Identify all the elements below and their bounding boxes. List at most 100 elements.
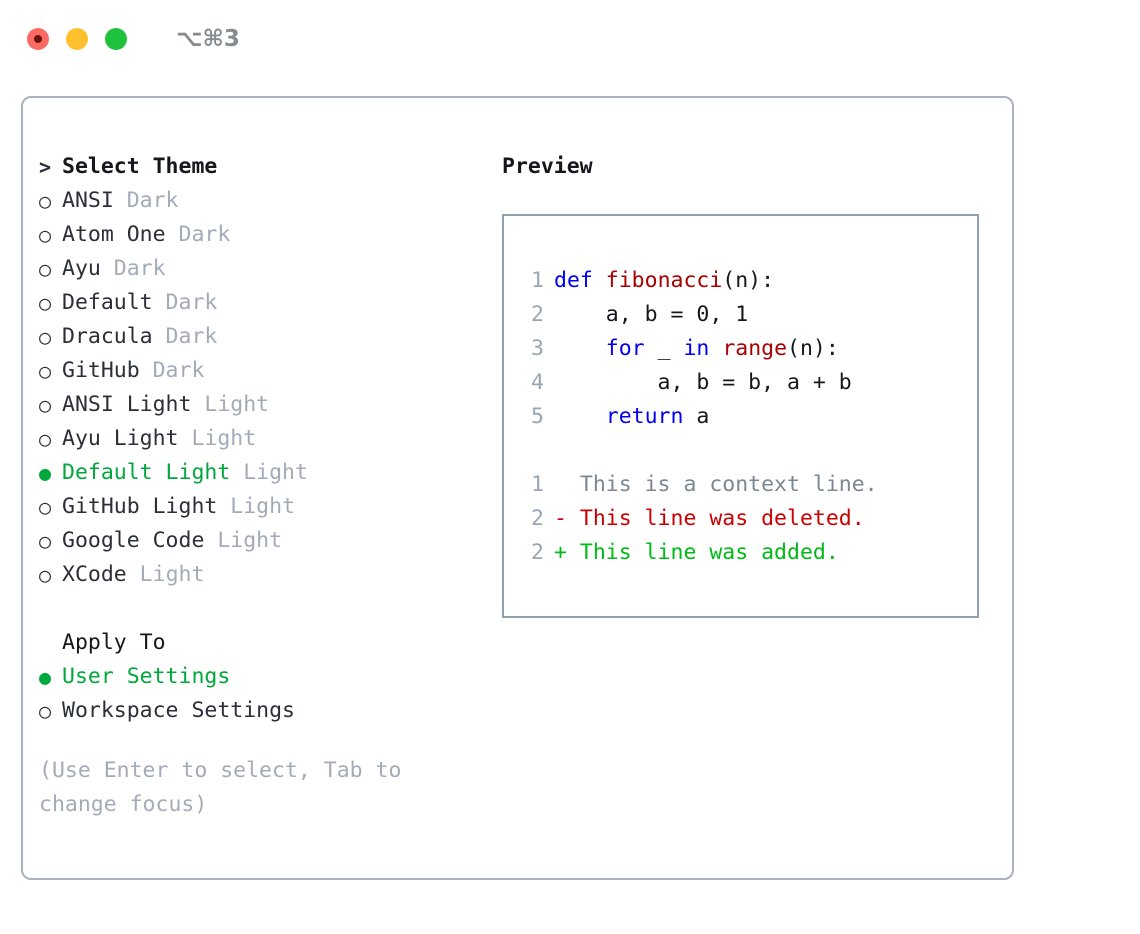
window-controls xyxy=(27,28,127,50)
line-number: 5 xyxy=(531,404,544,429)
line-number: 1 xyxy=(531,268,544,293)
theme-variant-tag: Light xyxy=(217,494,296,519)
radio-unselected-icon: ○ xyxy=(39,291,52,315)
theme-list-item[interactable]: ○ Ayu Light Light xyxy=(39,422,489,456)
code-line-text: def fibonacci(n): xyxy=(554,264,774,298)
diff-marker: - xyxy=(554,506,567,531)
theme-list-item[interactable]: ○ANSI Light Light xyxy=(39,388,489,422)
theme-list-item[interactable]: ○Atom One Dark xyxy=(39,218,489,252)
line-number: 2 xyxy=(531,506,544,531)
code-line-text: a, b = 0, 1 xyxy=(554,298,748,332)
radio-selected-icon: ● xyxy=(39,665,52,689)
code-token: a, b = 0, 1 xyxy=(554,302,749,327)
list-spacer xyxy=(39,592,489,626)
close-button[interactable] xyxy=(27,28,49,50)
code-line: 2 a, b = 0, 1 xyxy=(518,298,969,332)
theme-list-item[interactable]: ○ XCode Light xyxy=(39,558,489,592)
diff-line: 2+ This line was added. xyxy=(518,536,969,570)
theme-name: ANSI xyxy=(62,188,114,213)
code-token: in xyxy=(683,336,710,361)
apply-to-header-label: Apply To xyxy=(62,630,166,655)
diff-marker: + xyxy=(554,540,567,565)
theme-list-item[interactable]: ○ Google Code Light xyxy=(39,524,489,558)
code-token: _ xyxy=(644,336,684,361)
radio-unselected-icon: ○ xyxy=(39,223,52,247)
radio-unselected-icon: ○ xyxy=(39,699,52,723)
radio-unselected-icon: ○ xyxy=(39,257,52,281)
line-number: 2 xyxy=(531,302,544,327)
apply-to-item[interactable]: ○ Workspace Settings xyxy=(39,694,489,728)
theme-list-item[interactable]: ●Default Light Light xyxy=(39,456,489,490)
theme-variant-tag: Light xyxy=(178,426,257,451)
radio-unselected-icon: ○ xyxy=(39,393,52,417)
theme-list-item[interactable]: ○ GitHub Light Light xyxy=(39,490,489,524)
keyboard-hint: (Use Enter to select, Tab to change focu… xyxy=(39,758,402,817)
code-token: a, b = b, a + b xyxy=(554,370,852,395)
apply-to-label: User Settings xyxy=(62,664,231,689)
diff-line-text: This is a context line. xyxy=(566,472,878,497)
code-token: (n): xyxy=(722,268,775,293)
radio-unselected-icon: ○ xyxy=(39,495,52,519)
theme-variant-tag: Light xyxy=(191,392,270,417)
code-token xyxy=(554,404,606,429)
theme-variant-tag: Light xyxy=(126,562,205,587)
theme-name: XCode xyxy=(62,562,127,587)
theme-variant-tag: Dark xyxy=(100,256,166,281)
theme-list-item[interactable]: ○GitHub Dark xyxy=(39,354,489,388)
code-token: def xyxy=(554,268,593,293)
maximize-button[interactable] xyxy=(105,28,127,50)
apply-to-header: ○Apply To xyxy=(39,626,489,660)
diff-line-text: This line was added. xyxy=(566,540,839,565)
radio-unselected-icon: ○ xyxy=(39,529,52,553)
code-line: 4 a, b = b, a + b xyxy=(518,366,969,400)
select-theme-header-label: Select Theme xyxy=(62,154,218,179)
theme-list-item[interactable]: ○ ANSI Dark xyxy=(39,184,489,218)
apply-to-label: Workspace Settings xyxy=(62,698,295,723)
theme-name: Ayu xyxy=(62,256,101,281)
diff-line: 1 This is a context line. xyxy=(518,468,969,502)
code-line-text: a, b = b, a + b xyxy=(554,366,852,400)
minimize-button[interactable] xyxy=(66,28,88,50)
theme-name: Default Light xyxy=(62,460,231,485)
theme-variant-tag: Light xyxy=(204,528,283,553)
line-number: 3 xyxy=(531,336,544,361)
theme-name: Atom One xyxy=(62,222,166,247)
theme-list-item[interactable]: ○Dracula Dark xyxy=(39,320,489,354)
radio-selected-icon: ● xyxy=(39,461,52,485)
radio-unselected-icon: ○ xyxy=(39,427,52,451)
theme-list: ○ANSI Dark○Atom One Dark○Ayu Dark○Defaul… xyxy=(39,184,489,592)
theme-name: Dracula xyxy=(62,324,153,349)
window-title: ⌥⌘3 xyxy=(176,26,240,52)
code-token: return xyxy=(605,404,684,429)
code-line: 3 for _ in range(n): xyxy=(518,332,969,366)
theme-variant-tag: Dark xyxy=(152,290,218,315)
code-token: range xyxy=(722,336,788,361)
theme-list-item[interactable]: ○Default Dark xyxy=(39,286,489,320)
title-bar: ⌥⌘3 xyxy=(0,0,1140,78)
code-line: 5 return a xyxy=(518,400,969,434)
theme-variant-tag: Dark xyxy=(152,324,218,349)
code-token: for xyxy=(605,336,645,361)
theme-list-item[interactable]: ○ Ayu Dark xyxy=(39,252,489,286)
apply-to-list: ● User Settings ○ Workspace Settings xyxy=(39,660,489,728)
theme-picker: > Select Theme ○ANSI Dark○Atom One Dark○… xyxy=(39,150,489,822)
theme-variant-tag: Dark xyxy=(113,188,179,213)
line-number: 1 xyxy=(531,472,544,497)
theme-name: GitHub Light xyxy=(62,494,218,519)
theme-name: Google Code xyxy=(62,528,205,553)
code-line: 1 def fibonacci(n): xyxy=(518,264,969,298)
theme-name: Ayu Light xyxy=(62,426,179,451)
apply-to-indent: ○ xyxy=(39,626,62,660)
code-diff-gap xyxy=(518,434,969,468)
radio-unselected-icon: ○ xyxy=(39,563,52,587)
code-token xyxy=(554,336,606,361)
apply-to-item[interactable]: ● User Settings xyxy=(39,660,489,694)
diff-line-text: This line was deleted. xyxy=(566,506,865,531)
main-panel: > Select Theme ○ANSI Dark○Atom One Dark○… xyxy=(21,96,1014,880)
radio-unselected-icon: ○ xyxy=(39,189,52,213)
